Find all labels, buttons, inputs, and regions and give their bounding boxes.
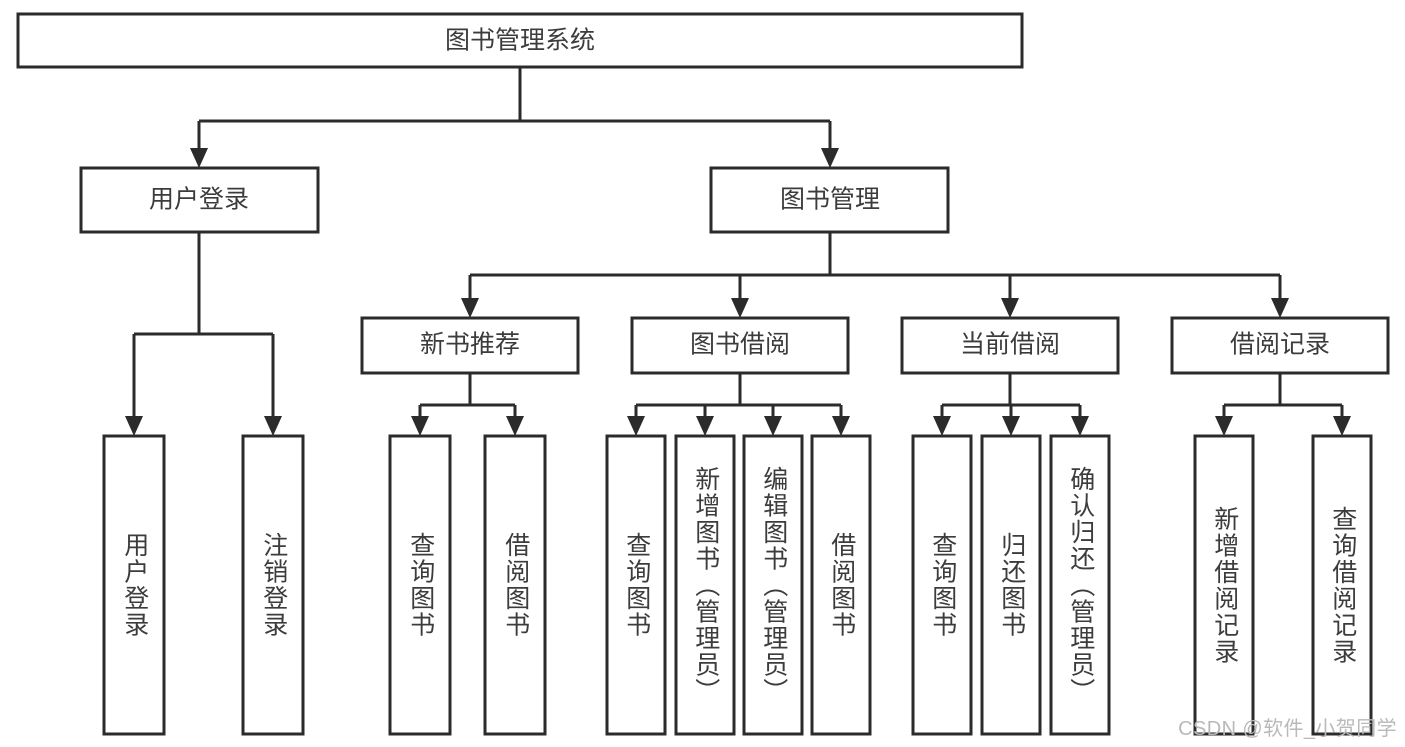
leaf-borrow-record-0[interactable]: 新增借阅记录: [1193, 434, 1255, 736]
arrow-head-icon: [125, 416, 143, 436]
leaf-new-book-1[interactable]: 借阅图书: [483, 434, 547, 736]
node-user-login[interactable]: 用户登录: [79, 166, 320, 234]
connector-root-to-level2: [190, 67, 839, 168]
leaf-new-book-0[interactable]: 查询图书: [388, 434, 452, 736]
node-borrow-record-label: 借阅记录: [1230, 331, 1330, 359]
leaf-book-borrow-2[interactable]: 编辑图书（管理员）: [742, 434, 804, 736]
leaf-label: 用户登录: [120, 532, 149, 638]
connector-userlogin-to-leaves: [125, 232, 282, 436]
node-book-borrow-label: 图书借阅: [690, 331, 790, 359]
node-root[interactable]: 图书管理系统: [16, 12, 1024, 69]
arrow-head-icon: [264, 416, 282, 436]
leaf-label: 查询图书: [622, 532, 651, 638]
node-book-management-label: 图书管理: [780, 186, 880, 214]
leaf-current-borrow-1[interactable]: 归还图书: [980, 434, 1042, 736]
connector-borrowrecord-to-leaves: [1215, 373, 1351, 436]
leaf-label: 新增图书（管理员）: [691, 465, 720, 705]
connector-newbook-to-leaves: [411, 373, 524, 436]
leaf-label: 借阅图书: [827, 532, 856, 638]
leaf-label: 注销登录: [259, 532, 288, 638]
arrow-head-icon: [1333, 416, 1351, 436]
leaf-current-borrow-2[interactable]: 确认归还（管理员）: [1049, 434, 1111, 736]
leaf-label: 查询借阅记录: [1328, 505, 1357, 665]
arrow-head-icon: [190, 148, 208, 168]
arrow-head-icon: [1001, 298, 1019, 318]
leaf-label: 归还图书: [997, 532, 1026, 638]
leaf-book-borrow-1[interactable]: 新增图书（管理员）: [674, 434, 736, 736]
leaf-book-borrow-0[interactable]: 查询图书: [605, 434, 667, 736]
leaf-user-login-1[interactable]: 注销登录: [241, 434, 305, 736]
node-new-book-recommend-label: 新书推荐: [420, 331, 520, 359]
node-current-borrow[interactable]: 当前借阅: [900, 316, 1120, 375]
node-current-borrow-label: 当前借阅: [960, 331, 1060, 359]
node-user-login-label: 用户登录: [149, 186, 249, 214]
node-book-borrow[interactable]: 图书借阅: [630, 316, 850, 375]
leaf-user-login-0[interactable]: 用户登录: [102, 434, 166, 736]
arrow-head-icon: [1215, 416, 1233, 436]
arrow-head-icon: [731, 298, 749, 318]
connector-bookborrow-to-leaves: [627, 373, 850, 436]
leaf-borrow-record-1[interactable]: 查询借阅记录: [1311, 434, 1373, 736]
leaf-label: 新增借阅记录: [1210, 505, 1239, 665]
arrow-head-icon: [1071, 416, 1089, 436]
node-book-management[interactable]: 图书管理: [709, 166, 950, 234]
node-new-book-recommend[interactable]: 新书推荐: [360, 316, 580, 375]
connector-bookmgmt-to-level3: [461, 232, 1289, 318]
connector-currentborrow-to-leaves: [933, 373, 1089, 436]
node-borrow-record[interactable]: 借阅记录: [1170, 316, 1390, 375]
arrow-head-icon: [411, 416, 429, 436]
leaf-label: 查询图书: [928, 532, 957, 638]
arrow-head-icon: [696, 416, 714, 436]
arrow-head-icon: [461, 298, 479, 318]
arrow-head-icon: [1002, 416, 1020, 436]
arrow-head-icon: [1271, 298, 1289, 318]
leaf-label: 借阅图书: [501, 532, 530, 638]
leaf-label: 编辑图书（管理员）: [759, 465, 788, 705]
arrow-head-icon: [933, 416, 951, 436]
leaf-current-borrow-0[interactable]: 查询图书: [911, 434, 973, 736]
arrow-head-icon: [832, 416, 850, 436]
arrow-head-icon: [821, 148, 839, 168]
node-root-label: 图书管理系统: [445, 27, 595, 55]
leaf-label: 查询图书: [406, 532, 435, 638]
arrow-head-icon: [764, 416, 782, 436]
leaf-label: 确认归还（管理员）: [1066, 465, 1095, 705]
arrow-head-icon: [627, 416, 645, 436]
leaf-book-borrow-3[interactable]: 借阅图书: [810, 434, 872, 736]
arrow-head-icon: [506, 416, 524, 436]
